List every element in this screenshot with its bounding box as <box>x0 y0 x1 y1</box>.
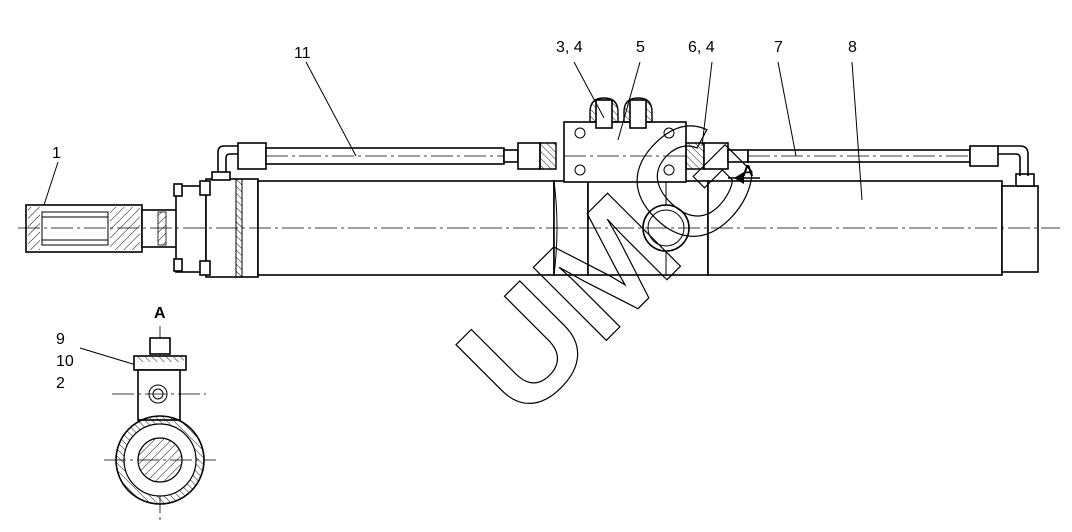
view-a-title: A <box>154 305 166 322</box>
front-head <box>173 178 259 278</box>
cylinder-barrel <box>257 180 589 276</box>
pipe-11 <box>211 142 557 181</box>
cylinder-main-view <box>18 173 1060 278</box>
bolt-head <box>149 337 171 355</box>
view-a-section: A <box>104 305 216 520</box>
label-part-1: 1 <box>52 145 61 162</box>
label-part-7: 7 <box>774 39 783 56</box>
manifold-block-5 <box>563 97 687 183</box>
part-labels: 1 11 3, 4 5 6, 4 7 8 9 10 2 <box>52 39 857 392</box>
fitting-4 <box>623 97 653 129</box>
label-part-6-4: 6, 4 <box>688 39 715 56</box>
section-mark-a: A <box>728 163 760 184</box>
label-part-10: 10 <box>56 353 74 370</box>
label-part-3-4: 3, 4 <box>556 39 583 56</box>
section-arrow-label: A <box>742 163 754 180</box>
label-part-11: 11 <box>294 45 311 62</box>
label-part-2: 2 <box>56 375 65 392</box>
label-part-9: 9 <box>56 331 65 348</box>
label-part-5: 5 <box>636 39 645 56</box>
rod-eye <box>25 204 143 253</box>
label-part-8: 8 <box>848 39 857 56</box>
